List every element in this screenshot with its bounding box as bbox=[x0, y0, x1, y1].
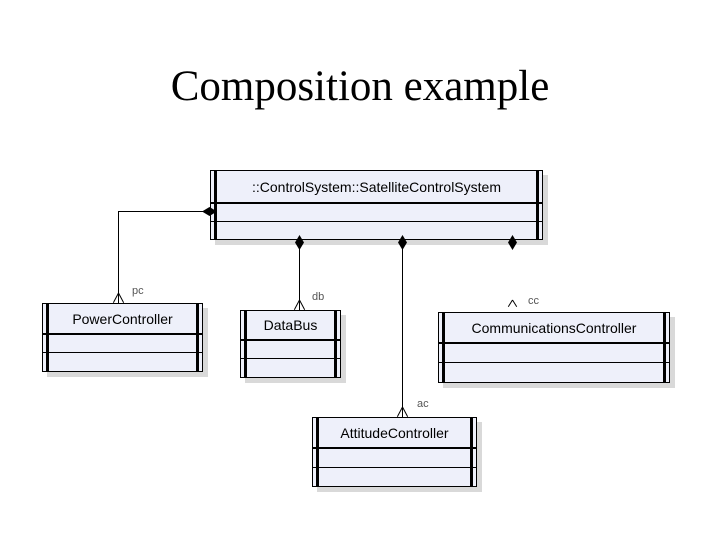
class-operations-compartment bbox=[43, 353, 202, 370]
class-operations-compartment bbox=[439, 363, 669, 382]
class-left-rail bbox=[316, 418, 319, 486]
class-right-rail bbox=[196, 304, 199, 371]
uml-class-power-controller[interactable]: PowerController bbox=[42, 303, 203, 372]
composition-diamond-db bbox=[295, 235, 304, 250]
class-left-rail bbox=[244, 311, 247, 377]
page-title: Composition example bbox=[170, 63, 550, 110]
class-name-label: PowerController bbox=[72, 310, 173, 327]
role-label-pc: pc bbox=[132, 285, 144, 297]
role-label-cc: cc bbox=[528, 295, 539, 307]
arrowhead-cc-icon bbox=[508, 300, 517, 307]
class-left-rail bbox=[442, 313, 445, 382]
class-operations-compartment bbox=[211, 222, 542, 239]
composition-diamond-cc bbox=[508, 235, 517, 250]
connector-line-ac-vertical bbox=[402, 240, 403, 417]
class-operations-compartment bbox=[313, 468, 476, 486]
composition-diamond-ac bbox=[398, 235, 407, 250]
class-attributes-compartment bbox=[211, 204, 542, 222]
role-label-ac: ac bbox=[417, 398, 429, 410]
class-right-rail bbox=[536, 171, 539, 239]
uml-class-attitude-controller[interactable]: AttitudeController bbox=[312, 417, 477, 487]
class-right-rail bbox=[663, 313, 666, 382]
arrowhead-ac-icon bbox=[398, 407, 407, 416]
class-name-label: CommunicationsController bbox=[471, 319, 637, 336]
class-name-compartment: PowerController bbox=[43, 304, 202, 335]
class-left-rail bbox=[214, 171, 217, 239]
class-name-label: DataBus bbox=[263, 317, 318, 333]
composition-diamond-pc bbox=[202, 207, 217, 216]
connector-line-pc-vertical bbox=[118, 211, 119, 303]
class-name-label: AttitudeController bbox=[340, 424, 449, 441]
connector-line-db-vertical bbox=[299, 240, 300, 310]
class-attributes-compartment bbox=[439, 344, 669, 363]
class-attributes-compartment bbox=[43, 335, 202, 353]
class-name-compartment: AttitudeController bbox=[313, 418, 476, 449]
arrowhead-pc-icon bbox=[114, 293, 123, 302]
role-label-db: db bbox=[312, 291, 325, 303]
uml-class-satellite-control-system[interactable]: ::ControlSystem::SatelliteControlSystem bbox=[210, 170, 543, 240]
uml-class-communications-controller[interactable]: CommunicationsController bbox=[438, 312, 670, 383]
class-right-rail bbox=[470, 418, 473, 486]
arrowhead-db-icon bbox=[295, 300, 304, 309]
class-name-compartment: DataBus bbox=[241, 311, 340, 341]
connector-line-pc-horizontal bbox=[118, 211, 204, 212]
class-left-rail bbox=[46, 304, 49, 371]
uml-class-data-bus[interactable]: DataBus bbox=[240, 310, 341, 378]
class-name-label: ::ControlSystem::SatelliteControlSystem bbox=[252, 178, 501, 195]
class-attributes-compartment bbox=[313, 449, 476, 468]
class-attributes-compartment bbox=[241, 341, 340, 359]
class-name-compartment: ::ControlSystem::SatelliteControlSystem bbox=[211, 171, 542, 204]
class-right-rail bbox=[334, 311, 337, 377]
class-name-compartment: CommunicationsController bbox=[439, 313, 669, 344]
class-operations-compartment bbox=[241, 359, 340, 377]
